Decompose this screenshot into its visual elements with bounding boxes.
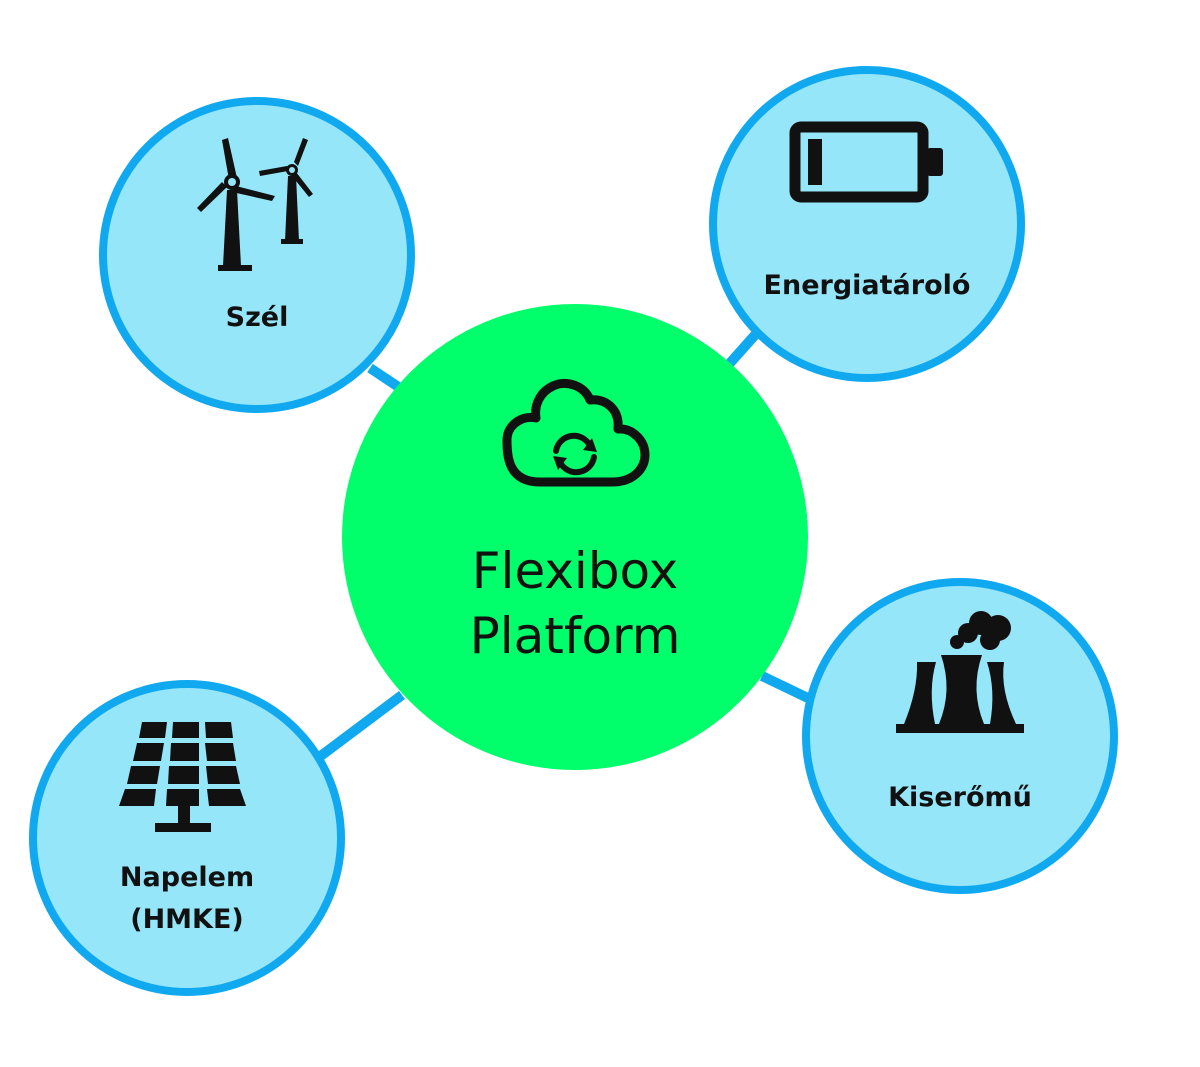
battery-icon xyxy=(789,121,943,203)
power-plant-icon xyxy=(896,611,1024,733)
connector-plant xyxy=(759,671,815,705)
node-plant-circle xyxy=(802,578,1118,894)
node-plant-label: Kiserőmű xyxy=(888,782,1032,813)
node-solar: Napelem (HMKE) xyxy=(29,680,345,996)
center-title-line1: Flexibox xyxy=(472,542,678,600)
node-wind-label: Szél xyxy=(226,302,289,333)
node-wind: Szél xyxy=(99,97,415,413)
node-solar-label-line2: (HMKE) xyxy=(130,904,244,935)
node-plant: Kiserőmű xyxy=(802,578,1118,894)
wind-turbine-icon xyxy=(197,138,313,271)
center-node: Flexibox Platform xyxy=(342,304,808,770)
center-circle xyxy=(342,304,808,770)
cloud-sync-icon xyxy=(502,379,650,487)
connector-solar xyxy=(315,691,405,762)
solar-panel-icon xyxy=(119,722,246,832)
node-solar-circle xyxy=(29,680,345,996)
node-storage-circle xyxy=(709,66,1025,382)
center-title-line2: Platform xyxy=(470,607,681,665)
node-wind-circle xyxy=(99,97,415,413)
node-storage-label: Energiatároló xyxy=(764,270,971,301)
node-storage: Energiatároló xyxy=(709,66,1025,382)
connector-wind xyxy=(367,363,403,393)
node-solar-label-line1: Napelem xyxy=(120,862,254,893)
